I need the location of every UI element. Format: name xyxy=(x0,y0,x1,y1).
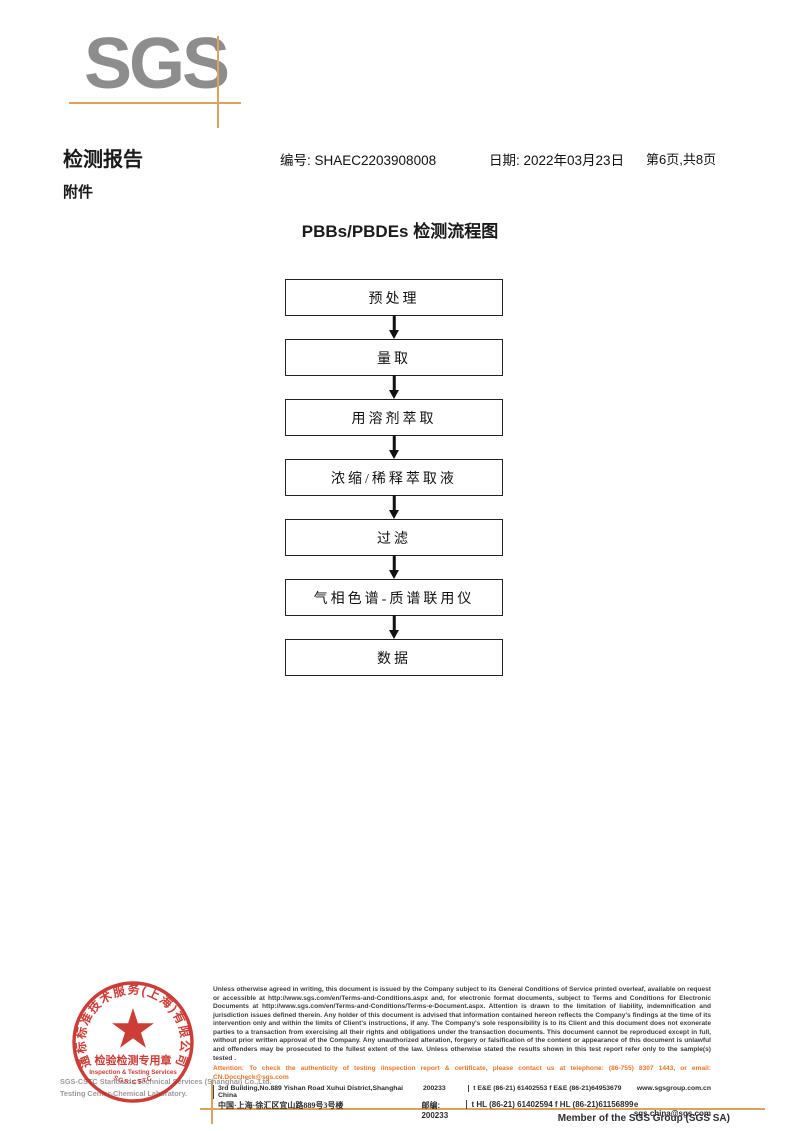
flowchart: 预处理量取用溶剂萃取浓缩/稀释萃取液过滤气相色谱-质谱联用仪数据 xyxy=(285,279,503,676)
arrow-down-icon xyxy=(285,615,503,639)
stamp-center-line1: 检验检测专用章 xyxy=(95,1053,172,1067)
flowchart-title: PBBs/PBDEs 检测流程图 xyxy=(301,222,499,241)
legal-disclaimer: Unless otherwise agreed in writing, this… xyxy=(213,986,711,1062)
email-address: e sgs.china@sgs.com xyxy=(633,1100,711,1119)
flow-step-box: 浓缩/稀释萃取液 xyxy=(285,459,503,496)
footer-vertical-rule xyxy=(211,1080,213,1124)
arrow-down-icon xyxy=(285,495,503,519)
phone-fax-cn: t HL (86-21) 61402594 f HL (86-21)611568… xyxy=(466,1100,633,1110)
inspection-stamp: 通标标准技术服务(上海)有限公司 SGS-CSTC 检验检测专用章 Inspec… xyxy=(72,981,194,1103)
arrow-down-icon xyxy=(285,375,503,399)
sgs-member-note: Member of the SGS Group (SGS SA) xyxy=(557,1113,730,1124)
flow-step-box: 过滤 xyxy=(285,519,503,556)
flow-step-box: 量取 xyxy=(285,339,503,376)
postcode-en: 200233 xyxy=(422,1085,446,1093)
company-lab-name: Testing Center-Chemical Laboratory. xyxy=(60,1089,188,1098)
flow-step-box: 预处理 xyxy=(285,279,503,316)
website-url: www.sgsgroup.com.cn xyxy=(636,1085,711,1093)
stamp-center-line2: Inspection & Testing Services xyxy=(89,1069,177,1076)
report-number: 编号: SHAEC2203908008 xyxy=(280,153,437,168)
stamp-ring xyxy=(72,981,194,1103)
attention-note: Attention: To check the authenticity of … xyxy=(213,1065,711,1081)
page-title: 检测报告 xyxy=(63,149,143,171)
footer: Unless otherwise agreed in writing, this… xyxy=(213,986,711,1120)
address-block: 3rd Building,No.889 Yishan Road Xuhui Di… xyxy=(213,1085,711,1120)
company-name-en: SGS-CSTC Standards Technical Services (S… xyxy=(60,1077,272,1086)
attachment-label: 附件 xyxy=(63,185,94,201)
arrow-down-icon xyxy=(285,435,503,459)
stamp-ring-bottom-text: SGS-CSTC xyxy=(112,1075,154,1087)
address-row-en: 3rd Building,No.889 Yishan Road Xuhui Di… xyxy=(213,1085,711,1100)
address-cn: 中国·上海·徐汇区宜山路889号3号楼 xyxy=(218,1101,344,1111)
logo-horizontal-rule xyxy=(69,102,241,104)
address-en: 3rd Building,No.889 Yishan Road Xuhui Di… xyxy=(213,1085,423,1100)
phone-fax-en: t E&E (86-21) 61402553 f E&E (86-21)6495… xyxy=(468,1085,637,1093)
sgs-logo: SGS xyxy=(84,24,230,104)
logo-vertical-rule xyxy=(217,36,219,128)
arrow-down-icon xyxy=(285,315,503,339)
flow-step-box: 气相色谱-质谱联用仪 xyxy=(285,579,503,616)
stamp-star-icon xyxy=(112,1008,154,1048)
arrow-down-icon xyxy=(285,555,503,579)
page-indicator: 第6页,共8页 xyxy=(646,152,717,167)
address-row-cn: 中国·上海·徐汇区宜山路889号3号楼 邮编: 200233 t HL (86-… xyxy=(213,1100,711,1120)
flow-step-box: 用溶剂萃取 xyxy=(285,399,503,436)
flow-step-box: 数据 xyxy=(285,639,503,676)
report-date: 日期: 2022年03月23日 xyxy=(489,153,625,168)
footer-horizontal-rule xyxy=(200,1108,765,1110)
postcode-cn: 邮编: 200233 xyxy=(421,1101,449,1121)
